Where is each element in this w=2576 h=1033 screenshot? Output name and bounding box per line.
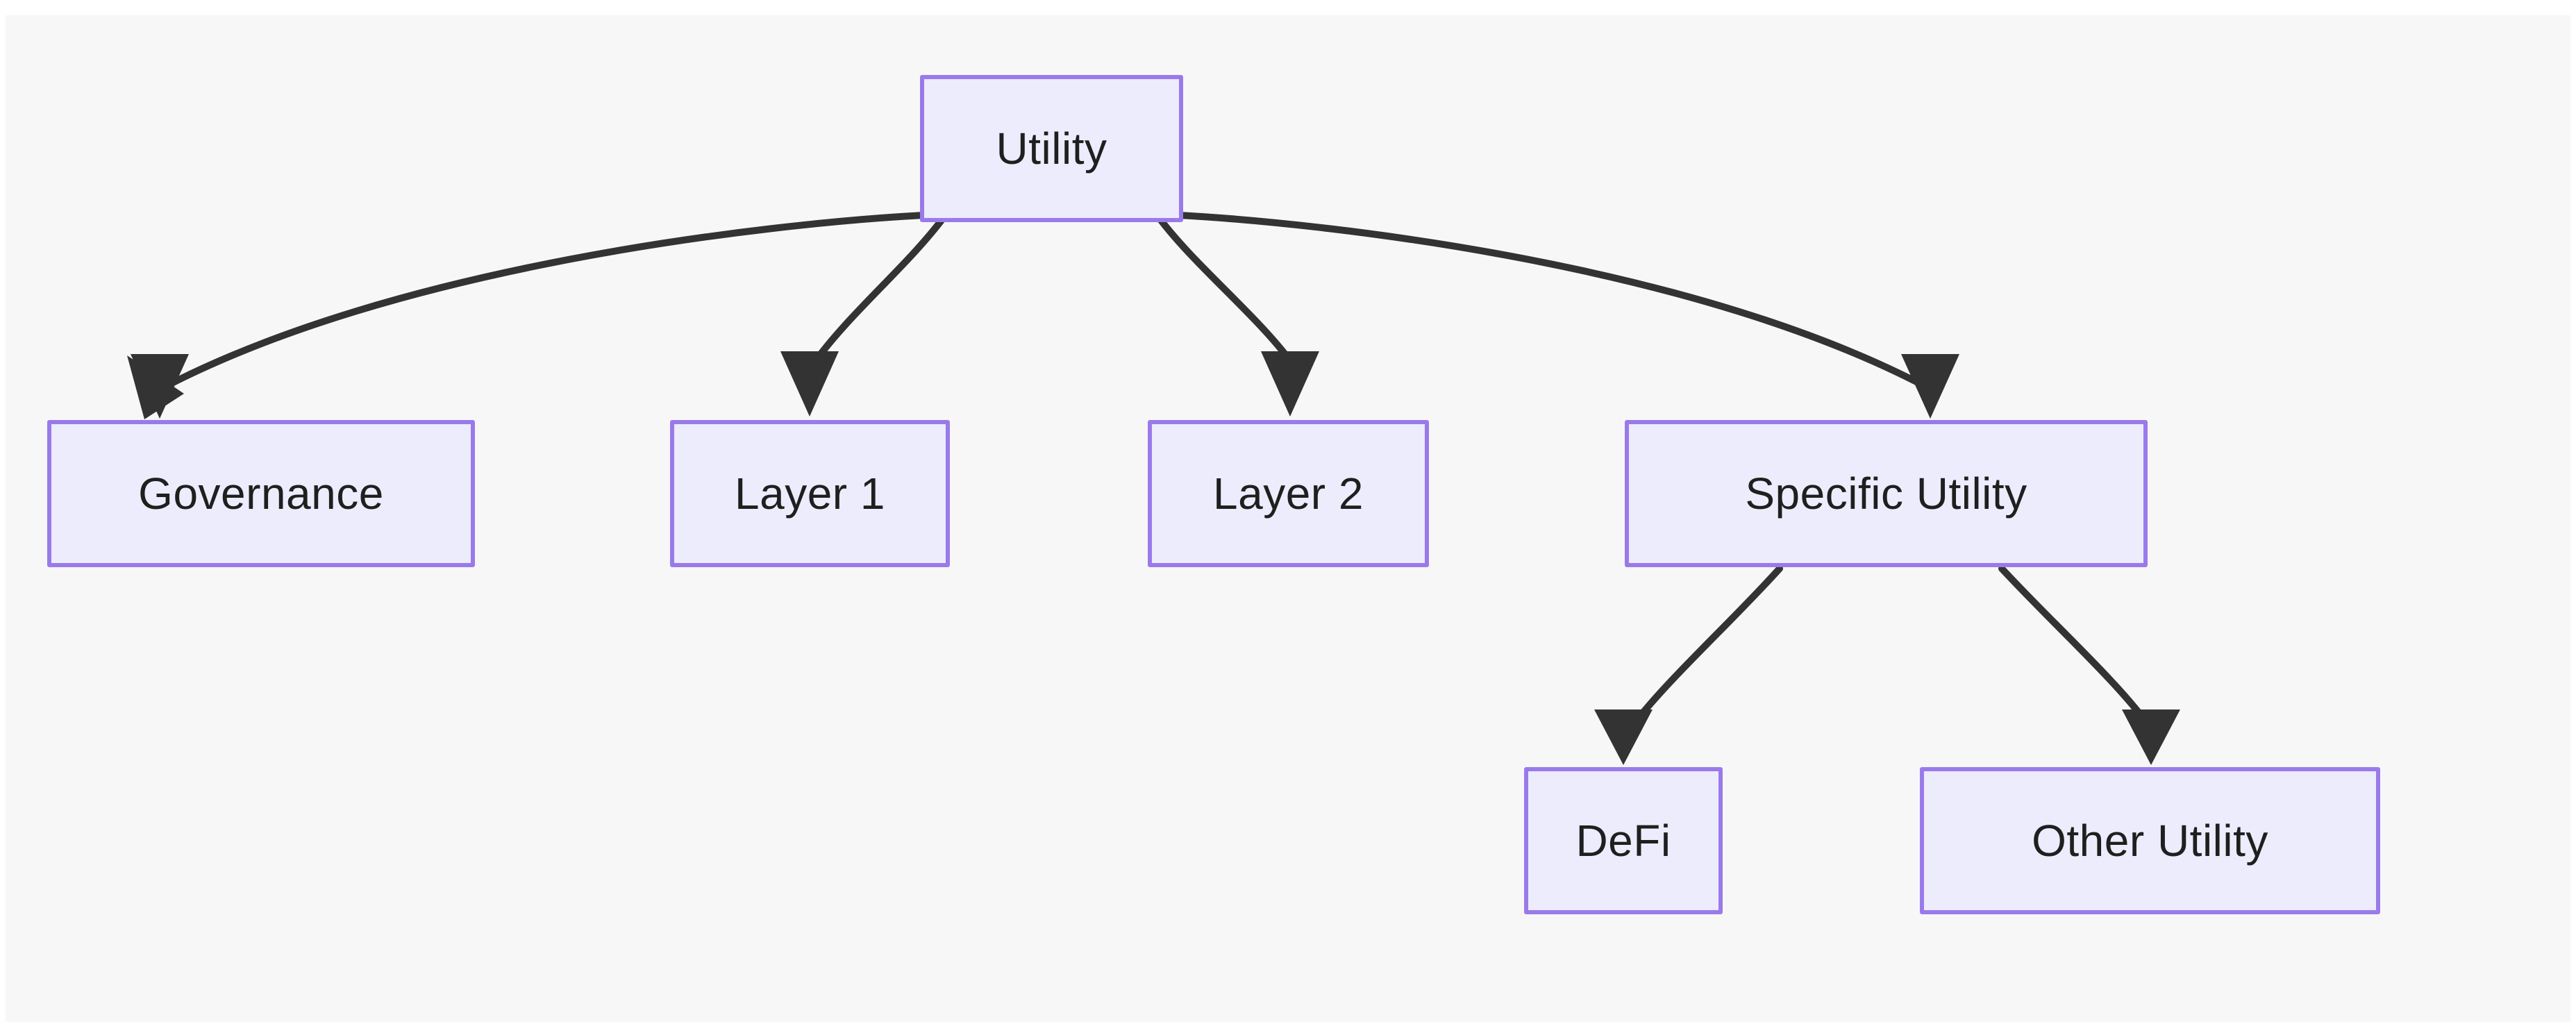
arrow-head-icon: [2122, 709, 2180, 765]
node-label-other-utility: Other Utility: [2032, 816, 2268, 866]
edge-line: [155, 212, 927, 394]
node-layer-1[interactable]: Layer 1: [670, 420, 950, 567]
diagram-canvas: Utility Governance Layer 1 Layer 2 Speci…: [6, 15, 2570, 1022]
arrow-head-icon: [131, 354, 189, 419]
node-other-utility[interactable]: Other Utility: [1920, 767, 2380, 914]
diagram-edges-layer: [127, 212, 2180, 765]
node-label-defi: DeFi: [1575, 816, 1671, 866]
arrow-head-icon: [1261, 351, 1319, 417]
edge-line: [1176, 212, 1936, 394]
node-label-utility: Utility: [996, 124, 1107, 174]
node-label-layer-1: Layer 1: [735, 469, 885, 519]
edge-specific-utility-other-utility: [1998, 565, 2180, 765]
node-label-specific-utility: Specific Utility: [1745, 469, 2027, 519]
node-utility[interactable]: Utility: [920, 75, 1183, 222]
edge-line: [811, 213, 948, 366]
arrow-head-icon: [1901, 354, 1959, 419]
edge-line: [1998, 565, 2156, 734]
edge-utility-layer1: [780, 213, 948, 417]
edge-utility-specific-utility: [1176, 212, 1959, 419]
node-specific-utility[interactable]: Specific Utility: [1625, 420, 2148, 567]
edge-utility-layer2: [1155, 213, 1319, 417]
edge-line: [1155, 213, 1295, 366]
node-label-layer-2: Layer 2: [1213, 469, 1364, 519]
edge-utility-governance: [127, 212, 927, 419]
node-defi[interactable]: DeFi: [1524, 767, 1723, 914]
node-layer-2[interactable]: Layer 2: [1148, 420, 1429, 567]
node-governance[interactable]: Governance: [47, 420, 475, 567]
edge-line: [1625, 565, 1783, 734]
node-label-governance: Governance: [138, 469, 384, 519]
arrow-head-icon: [780, 351, 839, 417]
edge-specific-utility-defi: [1594, 565, 1783, 765]
arrow-head-icon: [1594, 709, 1653, 765]
